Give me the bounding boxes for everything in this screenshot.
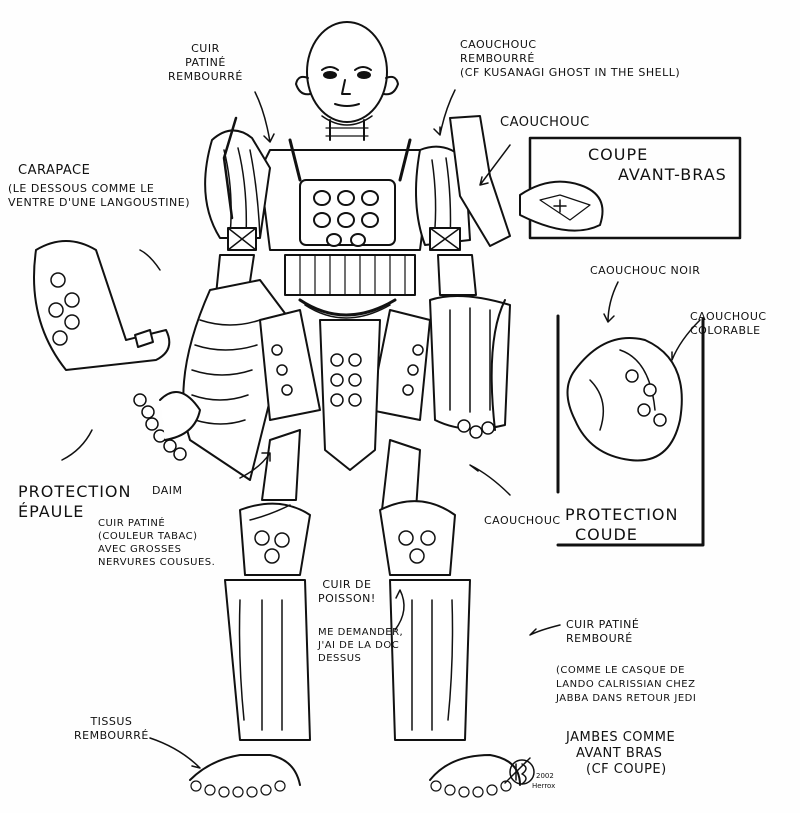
label-carapace: Carapace <box>18 163 91 178</box>
label-cuir-de-poisson: Cuir de poisson! <box>318 578 376 605</box>
elbow-protection-box <box>556 314 705 547</box>
signature-year: 2002 <box>536 772 554 780</box>
label-me-demander: Me demander, j'ai de la doc dessus <box>318 627 404 664</box>
label-caouchouc-noir: Caouchouc noir <box>590 264 701 277</box>
label-carapace-note: (le dessous comme le ventre d'une langou… <box>8 182 191 209</box>
forearm-section-box <box>519 136 742 240</box>
label-protection-epaule: Protection épaule <box>18 482 132 521</box>
left-shoulder-pauldron <box>415 115 511 251</box>
label-tissus-rembourre: Tissus rembourré <box>74 715 149 742</box>
annotation-leaders <box>61 89 701 784</box>
label-jambes-comme: Jambes comme avant bras (cf coupe) <box>566 730 676 777</box>
signature-name: Herrox <box>532 782 556 790</box>
torso-chest-armor <box>259 138 431 319</box>
character-head <box>295 21 399 141</box>
label-coupe-avant-bras: Coupe avant-bras <box>588 145 727 184</box>
label-comme-le-casque: (comme le casque de Lando Calrissian che… <box>556 665 697 704</box>
label-cuir-patine-tabac: Cuir patiné (couleur tabac) avec grosses… <box>98 518 216 568</box>
right-shoulder-pauldron <box>204 116 271 251</box>
hip-tassets <box>259 309 431 471</box>
label-protection-coude: Protection coude <box>565 505 679 544</box>
label-caouchouc-lower: Caouchouc <box>484 514 561 527</box>
left-leg-armor <box>379 439 521 798</box>
right-leg-armor <box>189 429 311 798</box>
label-cuir-patine: Cuir patiné rembourré <box>168 42 243 83</box>
label-caouchouc-upper: Caouchouc <box>500 115 590 130</box>
label-caouchouc-colorable: Caouchouc colorable <box>690 310 767 337</box>
shoulder-protection-detail <box>33 240 171 371</box>
left-arm-gauntlet <box>429 254 511 439</box>
label-cuir-patine-rembourre: Cuir patiné rembouré <box>566 618 640 645</box>
artist-signature-logo <box>509 759 535 785</box>
label-caouchouc-rembourre: Caouchouc rembourré (cf Kusanagi Ghost i… <box>460 38 681 79</box>
label-daim: Daim <box>152 484 183 497</box>
